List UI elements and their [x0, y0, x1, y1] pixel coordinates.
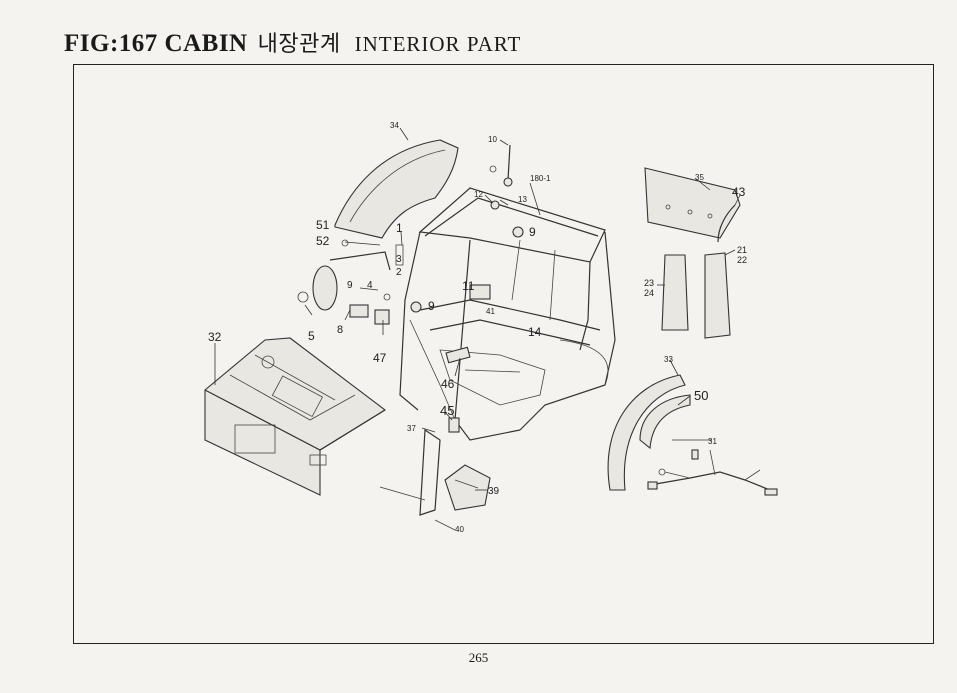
figure-number: FIG:167 [64, 30, 158, 57]
callout-50: 50 [694, 388, 708, 403]
callout-40: 40 [455, 525, 464, 534]
callout-10: 10 [488, 135, 497, 144]
callout-24: 24 [644, 288, 654, 298]
callout-11: 11 [462, 279, 475, 293]
diagram-frame [73, 64, 934, 644]
part-37-39-40-bracket [379, 428, 491, 531]
callout-1: 1 [396, 221, 403, 235]
callout-9c: 9 [428, 299, 435, 313]
part-32-floor-panel [204, 337, 386, 496]
part-35-headliner-panel [644, 167, 741, 243]
callout-8: 8 [337, 324, 343, 336]
part-34-roof-liner [334, 139, 459, 239]
callout-14: 14 [528, 325, 542, 339]
callout-13: 13 [518, 195, 527, 204]
callout-5: 5 [308, 329, 315, 343]
cabin-frame [399, 187, 616, 441]
part-11-panel [469, 284, 491, 300]
part-51-52-mirror [297, 239, 404, 311]
callout-12: 12 [474, 190, 483, 199]
callout-31: 31 [708, 437, 717, 446]
callout-45: 45 [440, 403, 454, 418]
part-21-24-pillar-trims [661, 252, 731, 339]
part-8-9-47-fittings [349, 226, 524, 325]
callout-21: 21 [737, 245, 747, 255]
callout-22: 22 [737, 255, 747, 265]
callout-47: 47 [373, 351, 387, 365]
callout-32: 32 [208, 330, 222, 344]
callout-labels: 34 10 180-1 12 13 9 1 51 52 3 2 9 4 9 11… [208, 121, 747, 534]
part-45-46 [445, 346, 471, 433]
english-title: INTERIOR PART [354, 32, 522, 56]
callout-52: 52 [316, 234, 330, 248]
callout-35: 35 [695, 173, 704, 182]
part-31-wiring-harness [647, 449, 778, 496]
callout-33: 33 [664, 355, 673, 364]
callout-37: 37 [407, 424, 416, 433]
part-10-12-13-antenna [489, 144, 513, 210]
figure-title: FIG:167 CABIN 내장관계 INTERIOR PART [64, 26, 521, 58]
callout-43: 43 [732, 185, 746, 199]
korean-title: 내장관계 [257, 32, 341, 57]
leader-lines [214, 127, 741, 491]
callout-51: 51 [316, 218, 330, 232]
section-name: CABIN [164, 30, 248, 57]
callout-180-1: 180-1 [530, 174, 551, 183]
callout-9a: 9 [529, 225, 536, 239]
callout-3: 3 [396, 254, 402, 265]
callout-34: 34 [390, 121, 399, 130]
callout-39: 39 [488, 486, 500, 497]
callout-41: 41 [486, 307, 495, 316]
callout-46: 46 [441, 377, 455, 391]
callout-9b: 9 [347, 280, 353, 291]
part-33-50-fenders [607, 374, 691, 491]
callout-2: 2 [396, 267, 402, 278]
page-number: 265 [468, 650, 489, 665]
callout-4: 4 [367, 280, 373, 291]
callout-23: 23 [644, 278, 654, 288]
